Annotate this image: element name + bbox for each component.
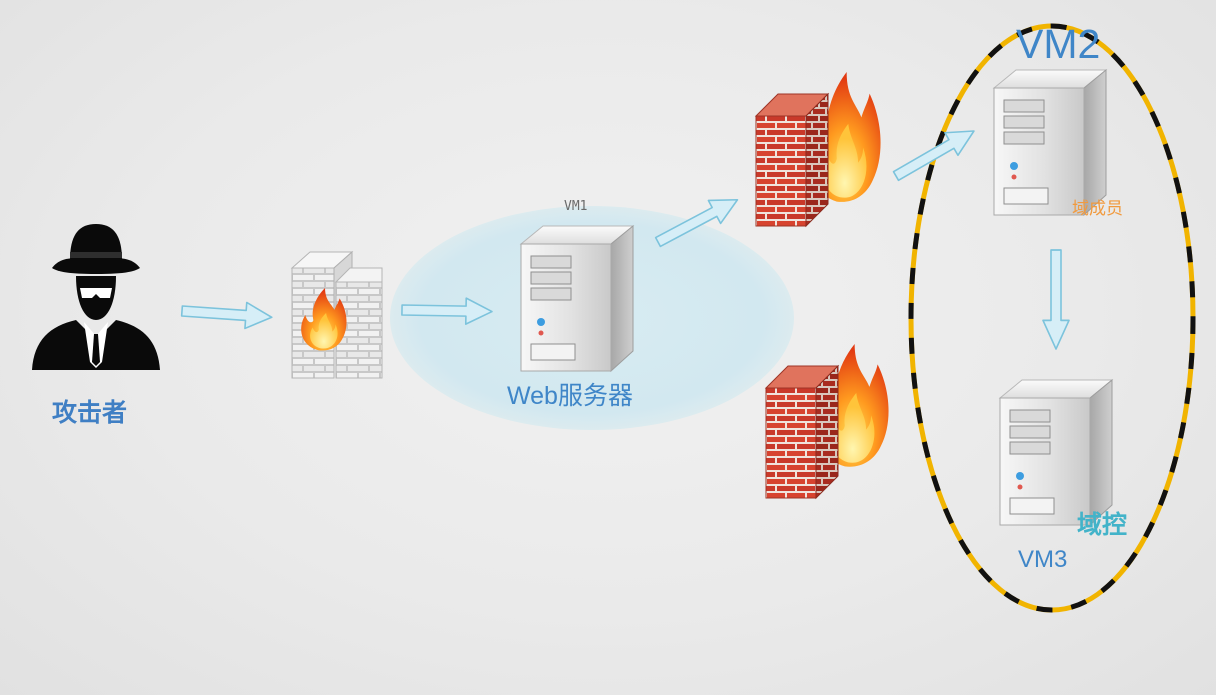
vm2-label: VM2 (1016, 21, 1101, 67)
dc-server-icon (999, 379, 1113, 526)
vm1-label: VM1 (564, 199, 588, 214)
hacker-icon (32, 224, 160, 370)
vm3-label: VM3 (1018, 546, 1068, 573)
attacker-label: 攻击者 (52, 398, 128, 427)
domain-member-label: 域成员 (1072, 199, 1123, 219)
white-firewall-icon (290, 250, 383, 379)
web-server-icon (520, 225, 634, 372)
member-server-icon (993, 69, 1107, 216)
web-server-label: Web服务器 (507, 382, 633, 410)
red-firewall-icon-upper (755, 72, 881, 227)
arrow-firewall-to-vm2 (888, 118, 982, 189)
domain-controller-label: 域控 (1077, 510, 1128, 539)
domain-zone-ring (908, 23, 1196, 613)
arrow-member-to-dc (1042, 249, 1070, 350)
red-firewall-icon-lower (765, 344, 889, 499)
arrow-attacker-to-firewall (180, 297, 274, 332)
